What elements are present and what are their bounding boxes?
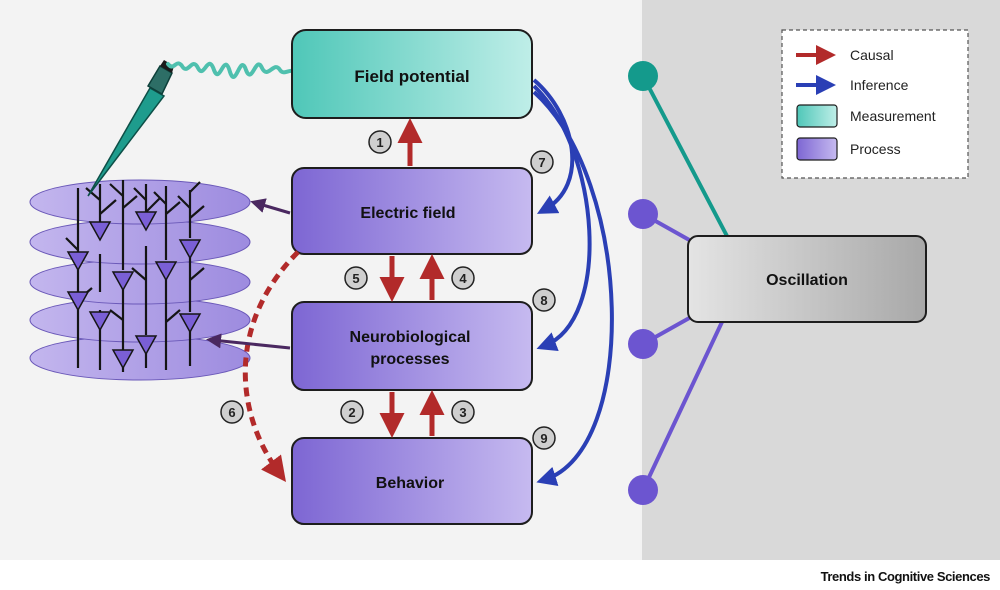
badge-8 bbox=[532, 288, 556, 312]
processes-to-cortex-arrow bbox=[206, 333, 291, 350]
badge-5-text: 5 bbox=[352, 271, 359, 286]
behavior-node-dot bbox=[628, 475, 658, 505]
badge-1-text: 1 bbox=[376, 135, 383, 150]
neuron-icon bbox=[134, 211, 158, 232]
badge-6-text: 6 bbox=[228, 405, 235, 420]
inference-arrows bbox=[532, 78, 614, 486]
badge-7 bbox=[530, 150, 554, 174]
electric-field-label: Electric field bbox=[360, 205, 455, 222]
inference-arrow-9 bbox=[532, 90, 614, 486]
step-badges: 1 2 3 4 5 6 7 8 9 bbox=[220, 130, 556, 450]
neuron-icon bbox=[66, 251, 90, 272]
badge-8-text: 8 bbox=[540, 293, 547, 308]
connector-measurement bbox=[641, 75, 730, 239]
neurobiological-label-line1: Neurobiological bbox=[350, 329, 471, 346]
behavior-label: Behavior bbox=[376, 475, 444, 492]
cortex-layers-illustration bbox=[29, 179, 251, 381]
electric-field-box[interactable]: Electric field bbox=[291, 167, 533, 255]
neuron-icon bbox=[111, 349, 135, 370]
connector-behavior bbox=[641, 321, 724, 491]
processes-node-dot bbox=[628, 329, 658, 359]
legend: Causal Inference Measurement Process bbox=[781, 29, 969, 179]
oscillation-box[interactable]: Oscillation bbox=[687, 235, 927, 323]
neuron-somata bbox=[66, 211, 202, 370]
cortex-link-arrows bbox=[206, 198, 291, 350]
neurobiological-processes-box[interactable]: Neurobiological processes bbox=[291, 301, 533, 391]
legend-causal-label: Causal bbox=[850, 47, 894, 63]
badge-3-text: 3 bbox=[459, 405, 466, 420]
behavior-box[interactable]: Behavior bbox=[291, 437, 533, 525]
neuron-icon bbox=[111, 271, 135, 292]
neurobiological-label-line2: processes bbox=[370, 351, 449, 368]
legend-process-swatch bbox=[796, 137, 838, 161]
causal-arrows bbox=[242, 118, 445, 483]
cortex-disk bbox=[29, 219, 251, 265]
badge-9-text: 9 bbox=[540, 431, 547, 446]
oscillation-label: Oscillation bbox=[766, 272, 848, 289]
causal-arrow-6-dashed bbox=[242, 250, 300, 483]
field-potential-label: Field potential bbox=[354, 67, 469, 86]
badge-9 bbox=[532, 426, 556, 450]
badge-3 bbox=[451, 400, 475, 424]
badge-1 bbox=[368, 130, 392, 154]
neuron-icon bbox=[134, 335, 158, 356]
badge-2-text: 2 bbox=[348, 405, 355, 420]
neuron-icon bbox=[88, 311, 112, 332]
badge-7-text: 7 bbox=[538, 155, 545, 170]
badge-6 bbox=[220, 400, 244, 424]
electric-field-to-cortex-arrow bbox=[250, 198, 291, 215]
legend-inference-label: Inference bbox=[850, 77, 909, 93]
badge-2 bbox=[340, 400, 364, 424]
field-potential-box[interactable]: Field potential bbox=[291, 29, 533, 119]
badge-4-text: 4 bbox=[459, 271, 467, 286]
electric-field-node-dot bbox=[628, 199, 658, 229]
electrode-icon bbox=[87, 60, 174, 197]
neuron-icon bbox=[154, 261, 178, 282]
legend-process-label: Process bbox=[850, 141, 901, 157]
journal-credit: Trends in Cognitive Sciences bbox=[820, 569, 991, 584]
signal-trace bbox=[166, 61, 296, 79]
legend-measurement-label: Measurement bbox=[850, 108, 936, 124]
neuron-icon bbox=[178, 239, 202, 260]
badge-4 bbox=[451, 266, 475, 290]
cortex-disk bbox=[29, 259, 251, 305]
neuron-icon bbox=[66, 291, 90, 312]
neuron-icon bbox=[88, 221, 112, 242]
legend-measurement-swatch bbox=[796, 104, 838, 128]
measurement-node-dot bbox=[628, 61, 658, 91]
badge-5 bbox=[344, 266, 368, 290]
neuron-icon bbox=[178, 313, 202, 334]
